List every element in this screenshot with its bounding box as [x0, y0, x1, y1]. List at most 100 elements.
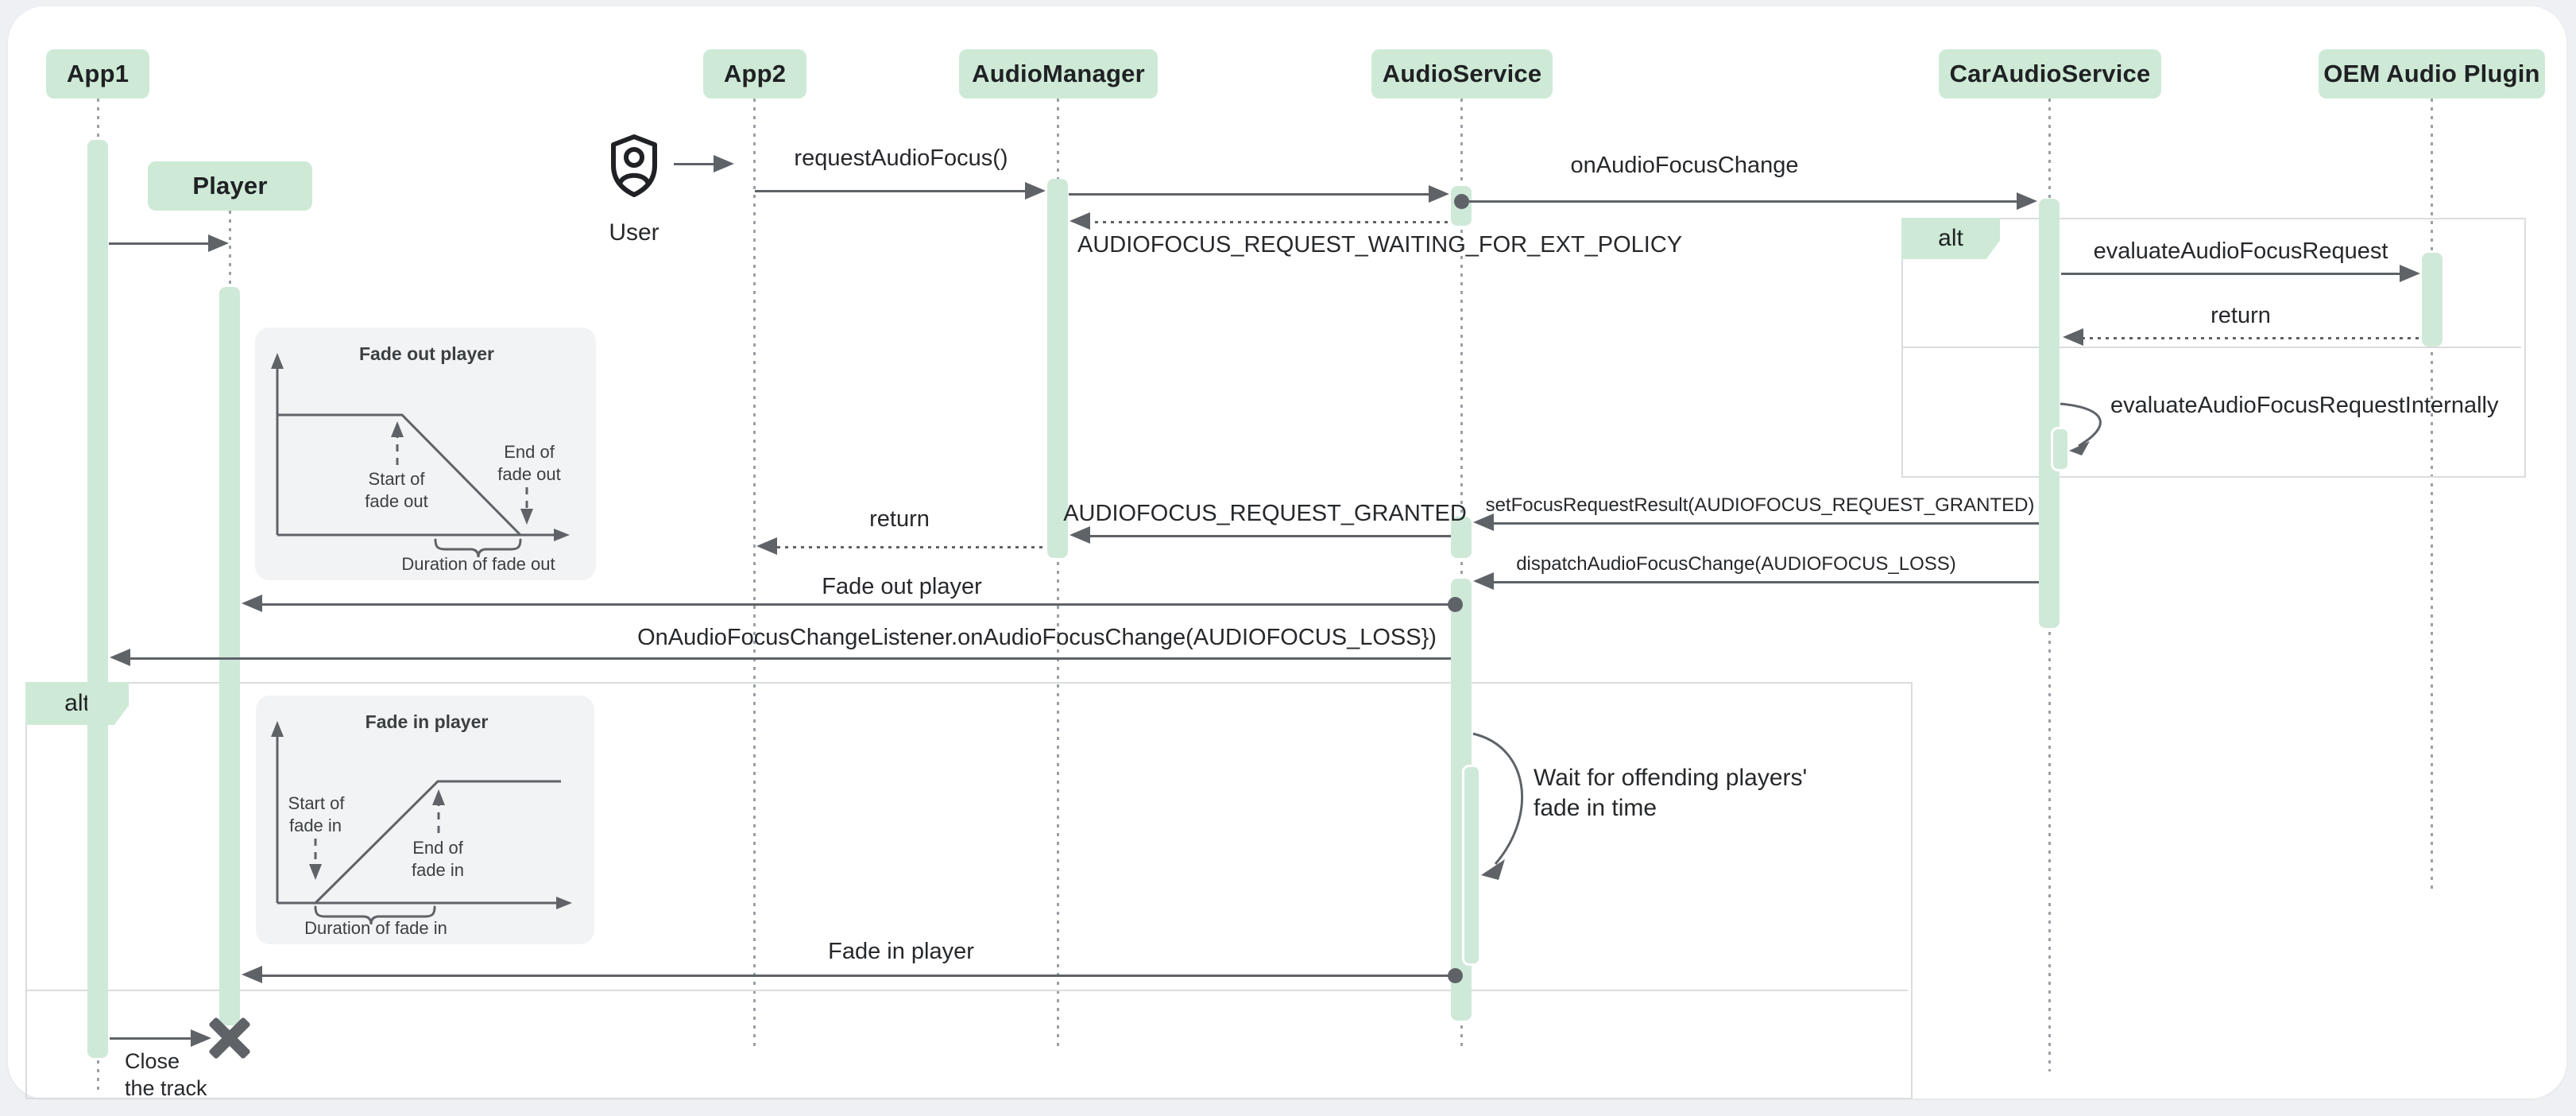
msg-setresult-line [1492, 522, 2039, 525]
msg-close-line [110, 1037, 192, 1040]
msg-to-audioservice-arrowhead [1429, 185, 1449, 203]
actor-app1: App1 [46, 49, 149, 99]
actor-audioservice: AudioService [1371, 49, 1553, 99]
fade-in-chart-plot [271, 721, 572, 925]
actor-player: Player [148, 161, 312, 211]
alt-fragment-fade [25, 682, 1913, 1099]
user-arrow-line [674, 163, 715, 165]
msg-granted-line [1090, 535, 1451, 537]
msg-dispatch-label: dispatchAudioFocusChange(AUDIOFOCUS_LOSS… [1516, 553, 1956, 575]
msg-granted-arrowhead [1069, 526, 1090, 544]
alt-fragment-policy [1901, 218, 2526, 478]
user-label: User [609, 219, 659, 246]
activation-oem [2422, 253, 2443, 347]
fade-out-chart-title: Fade out player [359, 343, 494, 364]
msg-return2-label: return [869, 506, 930, 532]
lifeline-app2 [753, 99, 756, 1051]
activation-app1 [87, 140, 108, 1058]
actor-label: Player [192, 172, 268, 200]
activation-player [219, 287, 240, 1025]
fade-out-start-line2: fade out [365, 491, 428, 511]
fade-in-end-line2: fade in [411, 860, 465, 880]
msg-to-audioservice-line [1069, 193, 1431, 196]
activation-caraudioservice-nested [2051, 427, 2070, 471]
fade-out-end-line1: End of [504, 442, 555, 462]
alt-fragment-fade-tab: alt [25, 682, 129, 725]
alt-fragment-policy-tab: alt [1901, 218, 2000, 259]
msg-fadeout-label: Fade out player [822, 574, 982, 599]
alt-fragment-policy-divider [1903, 347, 2521, 348]
msg-return1-label: return [2210, 303, 2271, 328]
msg-return1-line [2082, 337, 2422, 339]
lifeline-audioservice [1460, 99, 1463, 1051]
actor-audiomanager: AudioManager [959, 49, 1158, 99]
fade-out-duration-label: Duration of fade out [401, 554, 555, 574]
msg-fadein-origin-dot [1448, 968, 1463, 983]
fade-out-chart [255, 327, 596, 580]
fade-in-start-line2: fade in [288, 816, 342, 835]
msg-fadeout-arrowhead [242, 595, 262, 612]
msg-evaluate-line [2061, 273, 2401, 275]
msg-granted-label: AUDIOFOCUS_REQUEST_GRANTED [1063, 501, 1467, 526]
msg-eval-internal-arc [2060, 402, 2102, 455]
msg-fadein-line [261, 975, 1452, 977]
fade-out-chart-plot [271, 353, 570, 558]
actor-oem-audio-plugin: OEM Audio Plugin [2319, 49, 2545, 99]
msg-listener-line [129, 657, 1451, 660]
msg-setresult-arrowhead [1473, 513, 1494, 531]
wait-note-arc [1472, 732, 1524, 880]
activation-caraudioservice [2039, 199, 2060, 628]
msg-fadein-arrowhead [242, 966, 262, 983]
actor-label: CarAudioService [1949, 60, 2151, 87]
fade-in-start-line1: Start of [288, 793, 345, 813]
activation-audiomanager [1047, 179, 1068, 558]
msg-close-line1: Close [125, 1049, 180, 1073]
msg-onchange-line [1469, 200, 2019, 203]
close-x-icon [207, 1016, 252, 1060]
actor-label: OEM Audio Plugin [2323, 60, 2540, 87]
msg-close-line2: the track [125, 1076, 207, 1100]
actor-label: AudioService [1382, 60, 1542, 87]
msg-fadeout-line [261, 603, 1452, 606]
msg-fadeout-origin-dot [1448, 597, 1463, 612]
msg-waiting-label: AUDIOFOCUS_REQUEST_WAITING_FOR_EXT_POLIC… [1077, 232, 1683, 258]
lifeline-audiomanager [1057, 99, 1059, 1051]
msg-create-player-line [109, 242, 212, 245]
msg-eval-internal-label: evaluateAudioFocusRequestInternally [2110, 393, 2499, 418]
msg-return2-line [777, 546, 1047, 548]
msg-request-arrowhead [1025, 182, 1046, 200]
actor-app2: App2 [703, 49, 806, 99]
wait-note-line2: fade in time [1534, 795, 1657, 821]
actor-label: AudioManager [972, 60, 1145, 87]
alt-fragment-fade-divider [27, 990, 1908, 991]
msg-setresult-label: setFocusRequestResult(AUDIOFOCUS_REQUEST… [1485, 494, 2035, 516]
fade-out-end-line2: fade out [497, 464, 561, 484]
alt-label: alt [64, 690, 90, 716]
msg-fadein-label: Fade in player [828, 939, 974, 964]
msg-on-audio-focus-change: onAudioFocusChange [1570, 153, 1799, 178]
alt-label: alt [1938, 225, 1963, 251]
msg-waiting-arrowhead [1069, 212, 1090, 230]
msg-onchange-arrowhead [2017, 192, 2037, 210]
actor-label: App2 [723, 60, 787, 87]
msg-close-arrowhead [191, 1029, 211, 1047]
lifeline-oem [2431, 99, 2433, 890]
msg-evaluate-label: evaluateAudioFocusRequest [2093, 238, 2388, 264]
wait-note-text: Wait for offending players' fade in time [1534, 763, 1807, 823]
msg-evaluate-arrowhead [2400, 265, 2420, 282]
msg-waiting-line [1087, 221, 1451, 223]
msg-dispatch-arrowhead [1473, 572, 1494, 590]
user-shield-icon [611, 134, 657, 197]
fade-in-end-line1: End of [412, 838, 463, 858]
msg-dispatch-line [1492, 581, 2039, 583]
fade-in-chart-title: Fade in player [365, 711, 489, 732]
msg-request-line [755, 190, 1028, 192]
msg-create-player-arrowhead [208, 234, 229, 252]
actor-label: App1 [66, 60, 130, 87]
actor-caraudioservice: CarAudioService [1939, 49, 2161, 99]
user-arrowhead [714, 155, 734, 172]
activation-audioservice-2 [1451, 517, 1472, 558]
fade-out-start-line1: Start of [368, 469, 425, 489]
msg-return1-arrowhead [2063, 328, 2083, 346]
msg-request-audio-focus: requestAudioFocus() [794, 145, 1008, 171]
